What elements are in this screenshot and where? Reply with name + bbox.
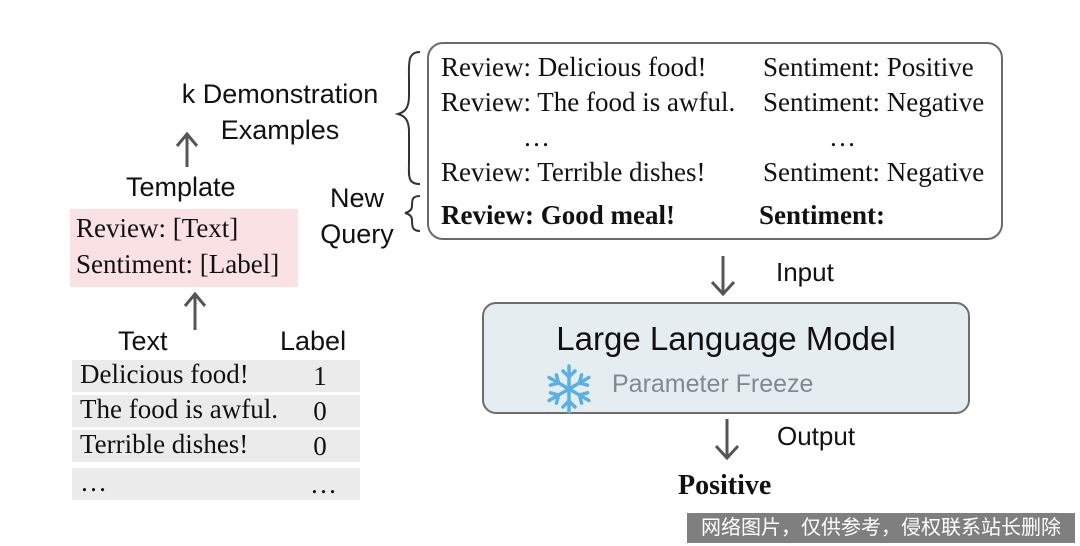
template-label: Template [126, 172, 236, 202]
snowflake-icon [547, 364, 591, 414]
arrow-down-input [710, 256, 736, 297]
prompt-box: Review: Delicious food! Sentiment: Posit… [427, 42, 1003, 240]
parameter-freeze-label: Parameter Freeze [612, 370, 814, 398]
new-query-line2: Query [320, 219, 394, 249]
arrow-down-output [714, 419, 740, 461]
demo-sentiment-ellipsis: … [829, 122, 856, 152]
query-review: Review: Good meal! [441, 200, 675, 230]
demonstrations-brace [394, 51, 421, 185]
template-sentiment-line: Sentiment: [Label] [76, 249, 280, 279]
demo-sentiment: Sentiment: Negative [763, 157, 985, 187]
arrow-up-demonstrations [175, 131, 199, 167]
output-result: Positive [678, 470, 772, 501]
demonstration-examples-label: k Demonstration Examples [170, 76, 390, 148]
llm-title: Large Language Model [556, 320, 896, 357]
demo-review: Review: Terrible dishes! [441, 157, 706, 187]
template-review-line: Review: [Text] [76, 213, 239, 243]
demo-title-line1: k Demonstration [181, 79, 379, 109]
row-text: … [80, 467, 107, 497]
table-header-text: Text [118, 326, 168, 356]
table-row: The food is awful. 0 [72, 394, 360, 427]
query-brace [404, 195, 421, 232]
row-label: 1 [313, 361, 327, 391]
demo-review-ellipsis: … [523, 122, 550, 152]
new-query-line1: New [329, 183, 384, 213]
row-text: Terrible dishes! [80, 429, 249, 459]
row-label: … [310, 469, 337, 499]
llm-box: Large Language Model Parameter Freeze [482, 302, 970, 414]
query-sentiment: Sentiment: [759, 200, 885, 230]
row-text: Delicious food! [80, 359, 249, 389]
table-row: … … [72, 467, 360, 500]
arrow-up-template [183, 291, 207, 330]
demo-sentiment: Sentiment: Positive [763, 52, 974, 82]
table-row: Terrible dishes! 0 [72, 429, 360, 462]
row-text: The food is awful. [80, 394, 278, 424]
demo-sentiment: Sentiment: Negative [763, 87, 985, 117]
template-box: Review: [Text] Sentiment: [Label] [70, 209, 298, 287]
watermark: 网络图片，仅供参考，侵权联系站长删除 [687, 513, 1075, 543]
demo-review: Review: Delicious food! [441, 52, 707, 82]
table-row: Delicious food! 1 [72, 359, 360, 392]
demo-review: Review: The food is awful. [441, 87, 736, 117]
row-label: 0 [313, 396, 327, 426]
row-label: 0 [313, 431, 327, 461]
new-query-label: New Query [312, 180, 402, 252]
input-label: Input [776, 257, 834, 287]
output-label: Output [777, 421, 856, 451]
table-header-label: Label [280, 326, 347, 356]
demo-title-line2: Examples [220, 115, 340, 145]
